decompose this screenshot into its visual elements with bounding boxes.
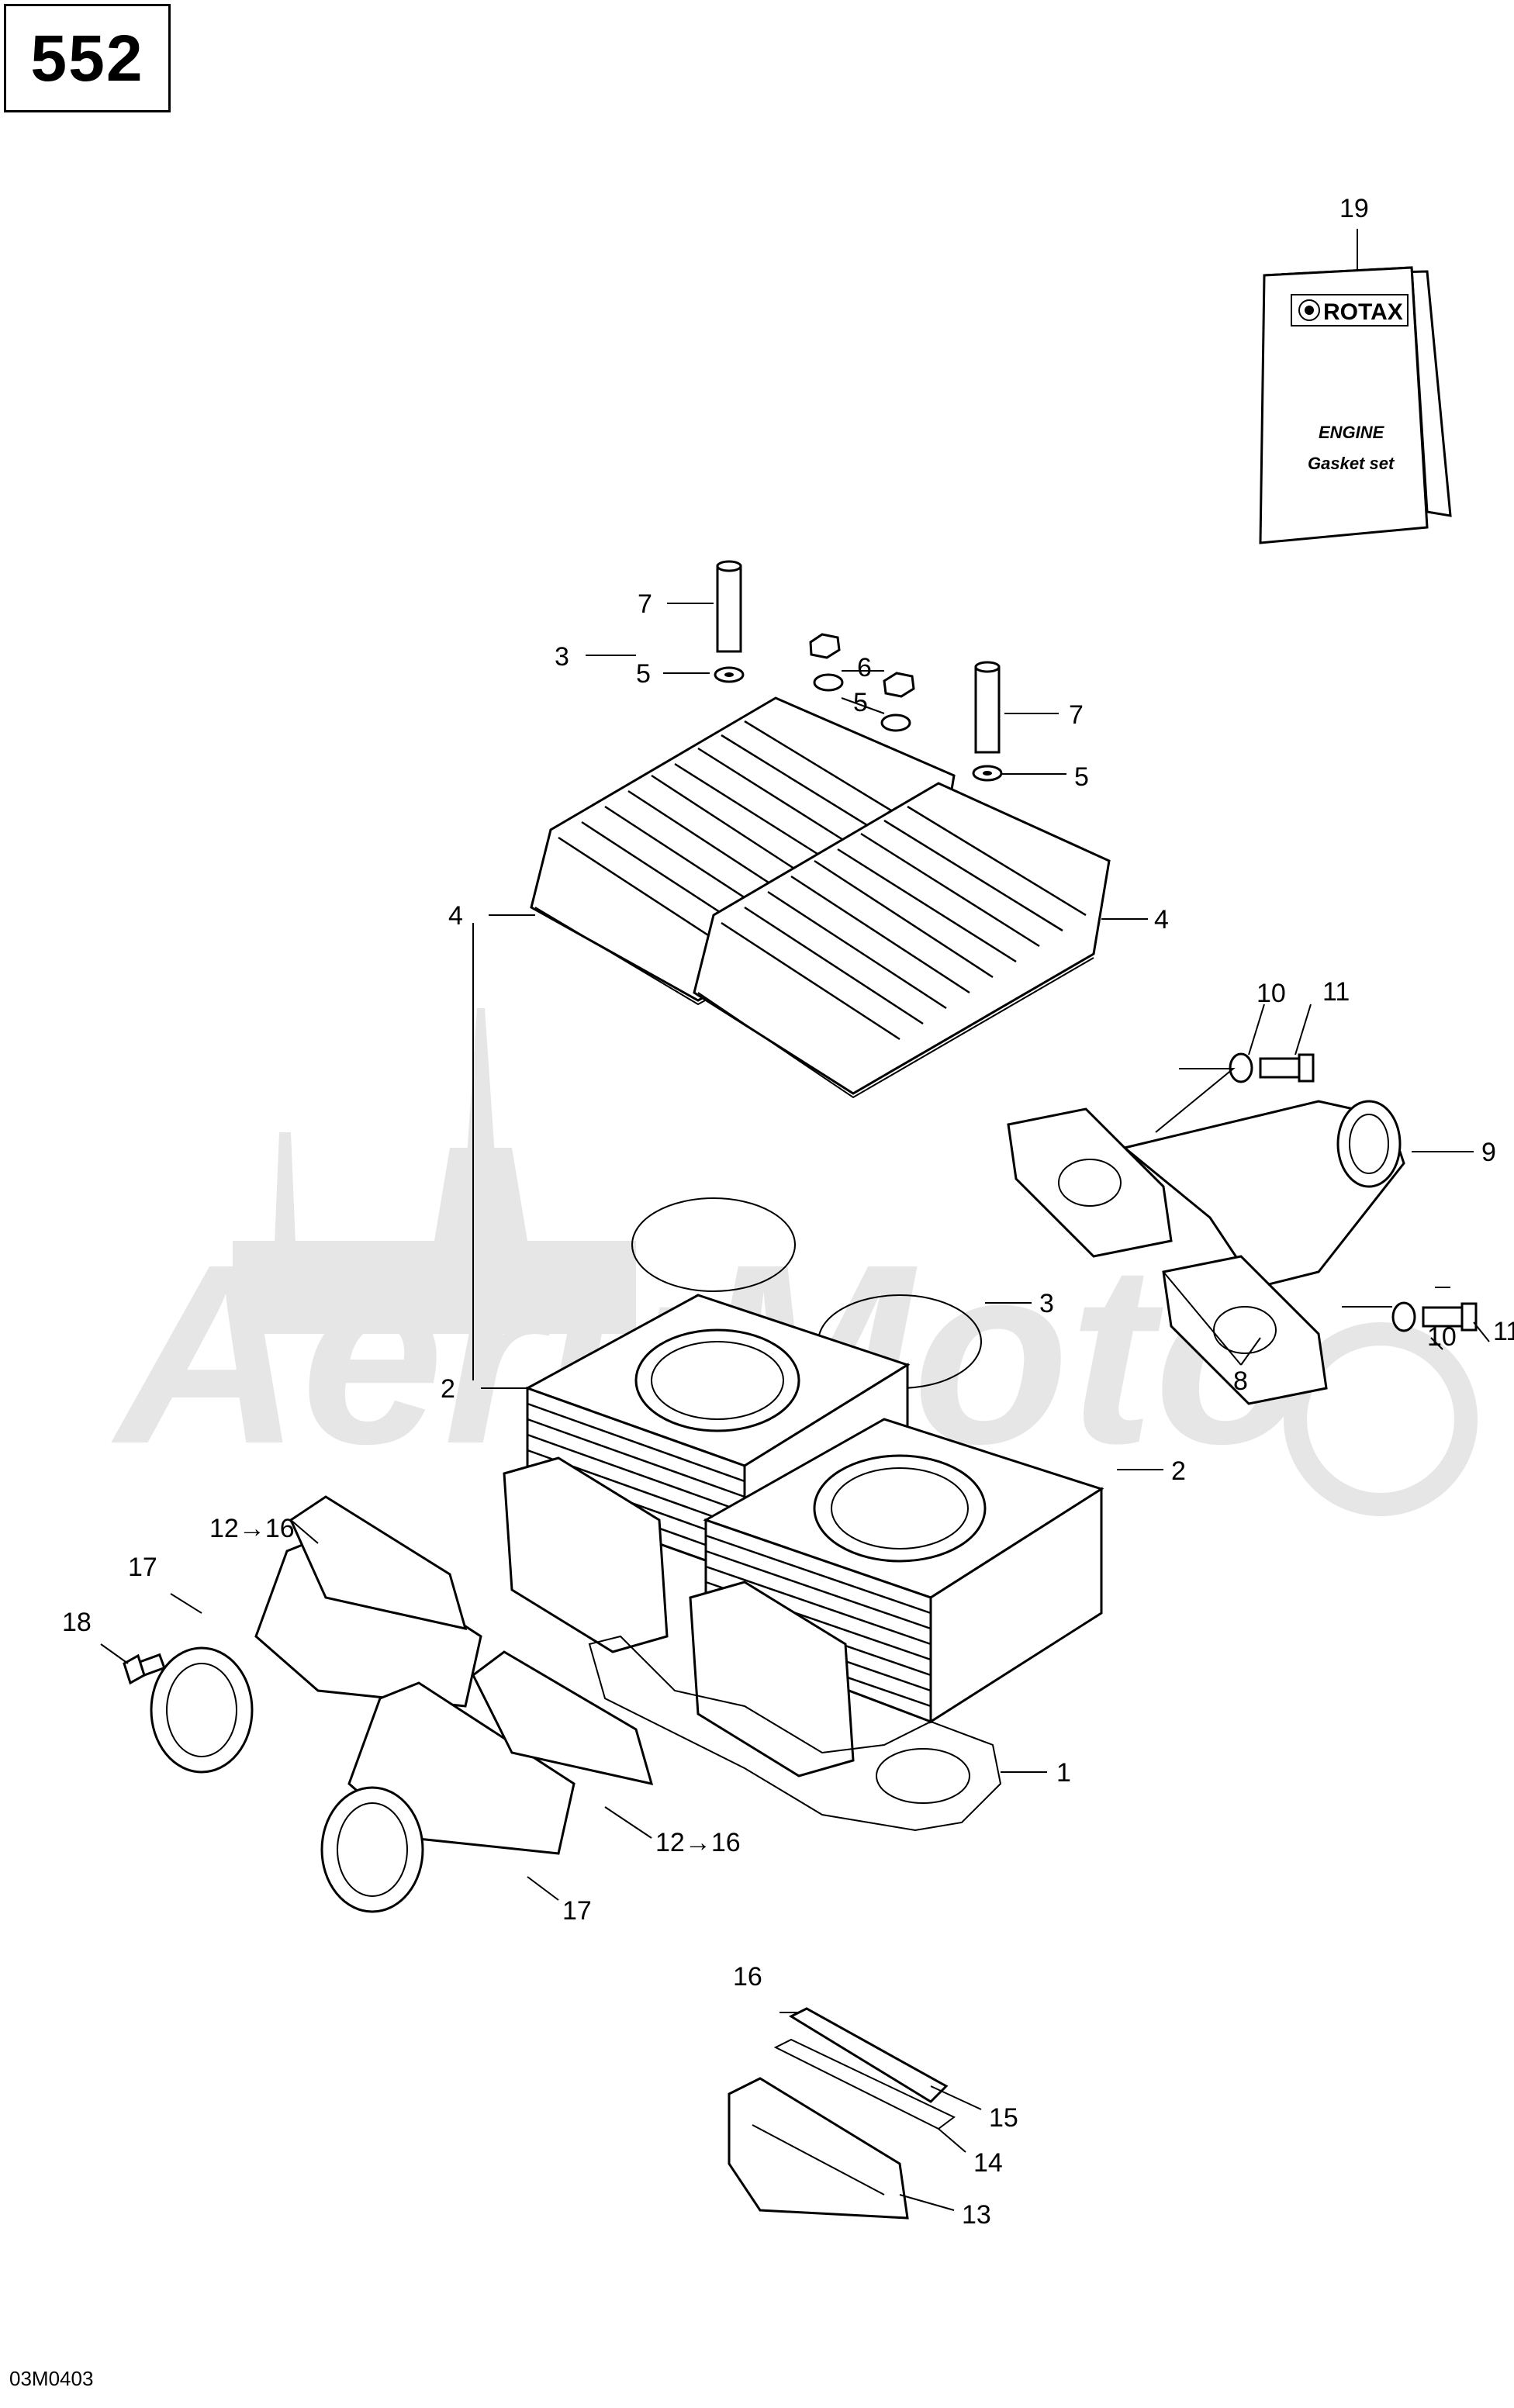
- callout-17-upper: 17: [128, 1553, 157, 1582]
- callout-8: 8: [1233, 1366, 1248, 1396]
- callout-4-right: 4: [1154, 905, 1169, 935]
- manual-brand: ROTAX: [1323, 299, 1403, 325]
- callout-7-right: 7: [1069, 700, 1084, 730]
- callout-7-left: 7: [638, 589, 652, 619]
- callout-4-left: 4: [448, 901, 463, 931]
- callout-10-bottom: 10: [1427, 1322, 1457, 1352]
- callout-5-middle: 5: [853, 688, 868, 717]
- callout-19: 19: [1339, 194, 1369, 223]
- diagram-code: 03M0403: [9, 2367, 94, 2390]
- base-gasket: [588, 1635, 1002, 1832]
- callout-14: 14: [973, 2148, 1003, 2178]
- cylinder-head-hardware: [714, 560, 1003, 782]
- screw: [123, 1653, 166, 1685]
- page-number: 552: [30, 21, 144, 95]
- callout-18: 18: [62, 1608, 92, 1637]
- callout-2-left: 2: [441, 1374, 455, 1404]
- callout-11-top: 11: [1322, 977, 1350, 1007]
- callout-17-lower: 17: [562, 1896, 592, 1926]
- gasket-set-manual: ROTAX ENGINE Gasket set: [1259, 266, 1452, 544]
- callout-12-16-upper: 12→16: [209, 1514, 295, 1543]
- leader-lines: [100, 229, 1490, 2211]
- callout-13: 13: [962, 2200, 991, 2230]
- callout-11-bottom: 11: [1493, 1317, 1514, 1346]
- manual-title-1: ENGINE: [1319, 423, 1385, 442]
- callout-5-right: 5: [1074, 762, 1089, 792]
- callout-3-upper: 3: [555, 642, 569, 672]
- intake-left: [150, 1495, 482, 1774]
- cylinder-head-right: [693, 782, 1111, 1099]
- rotax-logo-icon: [1298, 299, 1320, 321]
- callout-9: 9: [1481, 1138, 1496, 1167]
- callout-5-left: 5: [636, 659, 651, 689]
- cylinder-head-left: [530, 696, 956, 1006]
- callout-3-lower: 3: [1039, 1289, 1054, 1318]
- callout-10-top: 10: [1256, 979, 1286, 1008]
- cylinder-right: [503, 1418, 1104, 1777]
- callout-2-right: 2: [1171, 1456, 1186, 1486]
- callout-6: 6: [857, 653, 872, 682]
- manifold-hardware: [1229, 1052, 1478, 1332]
- callout-16: 16: [733, 1962, 762, 1992]
- callouts: 19 7 5 6 5 7 5 4 4 10 11 9 3 3 10 11 8 2…: [62, 194, 1514, 2230]
- manual-title-2: Gasket set: [1308, 454, 1395, 473]
- intake-right: [320, 1650, 654, 1913]
- reed-valve-detail: [728, 2007, 956, 2220]
- callout-15: 15: [989, 2103, 1018, 2133]
- exhaust-manifold: [1007, 1100, 1405, 1405]
- page-number-box: 552: [4, 4, 171, 112]
- callout-12-16-lower: 12→16: [655, 1828, 741, 1857]
- callout-1: 1: [1056, 1758, 1071, 1788]
